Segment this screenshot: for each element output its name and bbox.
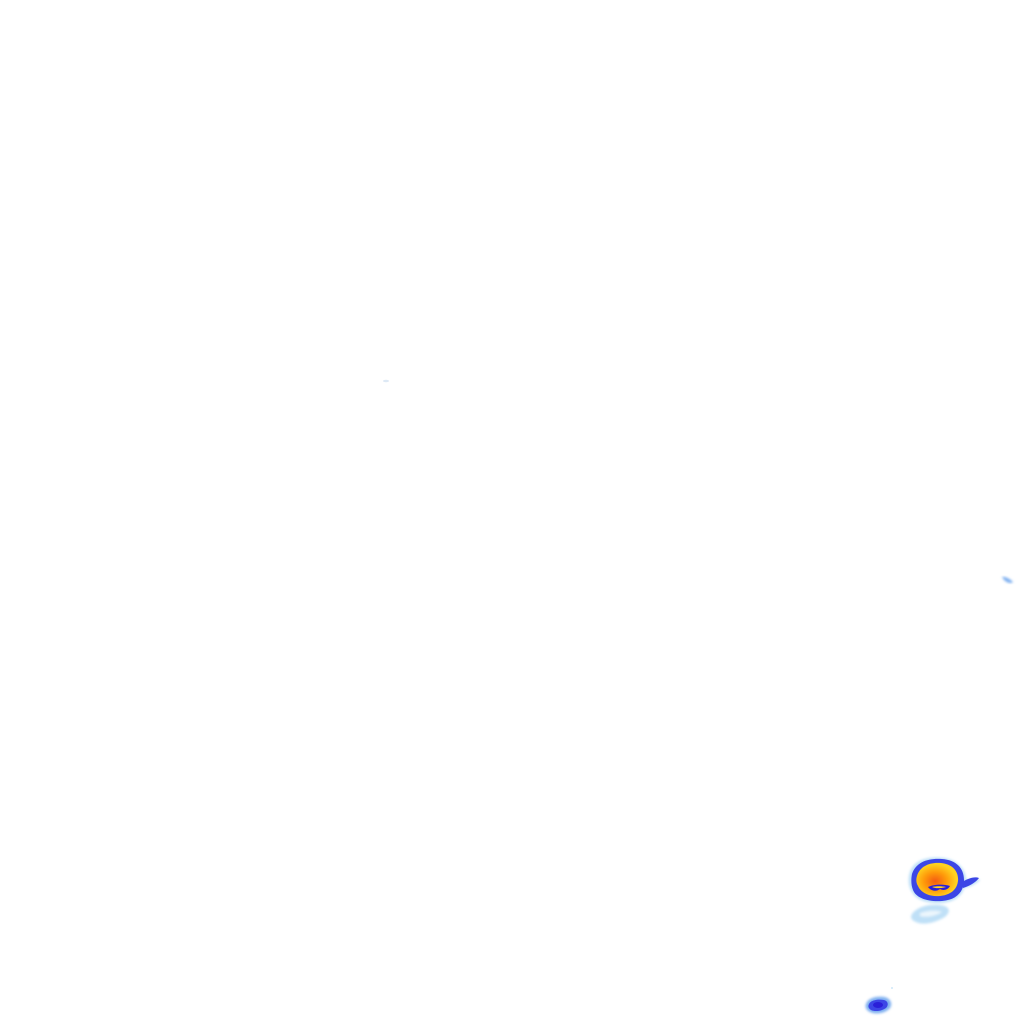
storm-cell-main: [908, 857, 980, 904]
echo-speck-center: [383, 379, 389, 383]
echo-bottom: [865, 987, 893, 1014]
echo-trail-light: [911, 904, 949, 924]
echo-small-east: [1002, 576, 1013, 584]
